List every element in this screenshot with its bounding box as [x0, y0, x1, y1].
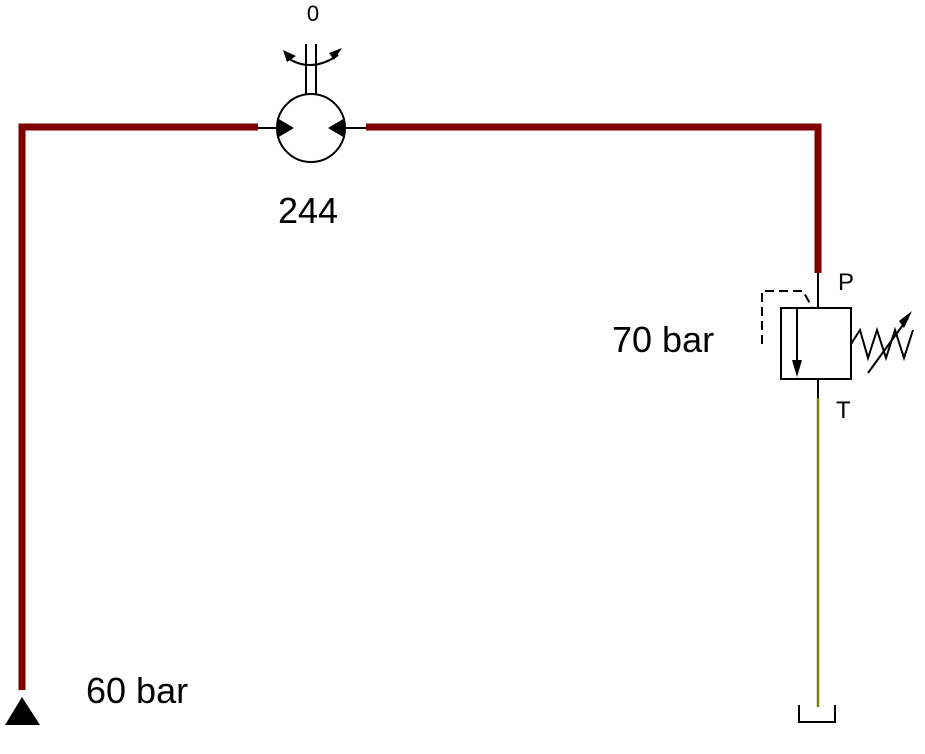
relief-valve-icon: [761, 273, 914, 398]
relief-valve-setting-label: 70 bar: [612, 319, 714, 360]
motor-outlet-line: [366, 123, 822, 273]
hydraulic-motor-icon: [258, 44, 366, 163]
supply-line: [18, 123, 258, 690]
port-p-label: P: [838, 269, 854, 296]
motor-value-label: 244: [278, 190, 338, 231]
port-t-label: T: [836, 397, 851, 424]
pressure-source-icon: [5, 697, 40, 725]
source-pressure-label: 60 bar: [86, 670, 188, 711]
motor-speed-label: 0: [307, 1, 319, 26]
tank-icon: [798, 705, 836, 723]
